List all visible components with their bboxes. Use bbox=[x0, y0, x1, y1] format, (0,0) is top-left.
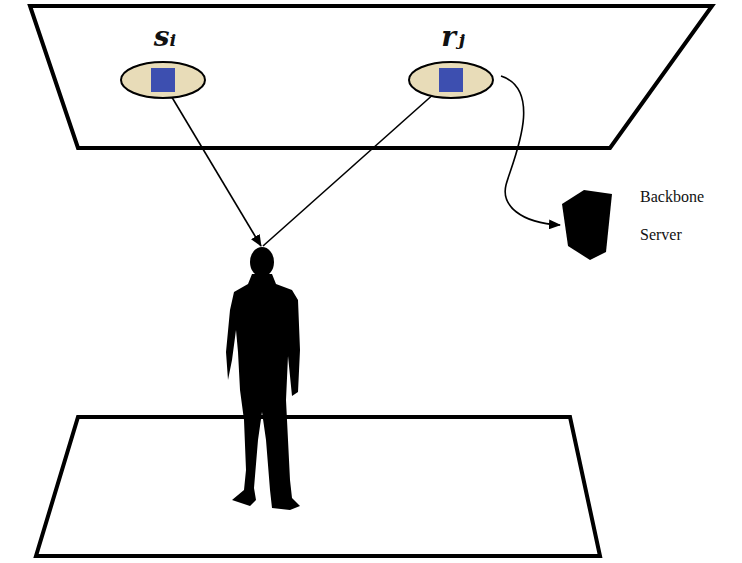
server-node: Backbone Server bbox=[556, 178, 736, 268]
signal-ray bbox=[164, 84, 261, 246]
sensor-label: rⱼ bbox=[400, 20, 506, 54]
uplink-arrow bbox=[501, 76, 560, 225]
sensor-chip bbox=[151, 68, 175, 92]
ceiling-plane bbox=[30, 6, 712, 148]
person-silhouette bbox=[226, 247, 300, 510]
sensor-outline bbox=[121, 62, 205, 98]
server-label: Backbone Server bbox=[640, 178, 720, 254]
sensor-node: rⱼ bbox=[400, 20, 506, 102]
sensor-outline bbox=[409, 62, 493, 98]
sensor-label: sᵢ bbox=[112, 20, 218, 54]
server-shape bbox=[562, 190, 612, 260]
sensor-chip bbox=[439, 68, 463, 92]
reflected-ray bbox=[263, 84, 445, 246]
sensor-node: sᵢ bbox=[112, 20, 218, 102]
floor-plane bbox=[36, 417, 600, 556]
